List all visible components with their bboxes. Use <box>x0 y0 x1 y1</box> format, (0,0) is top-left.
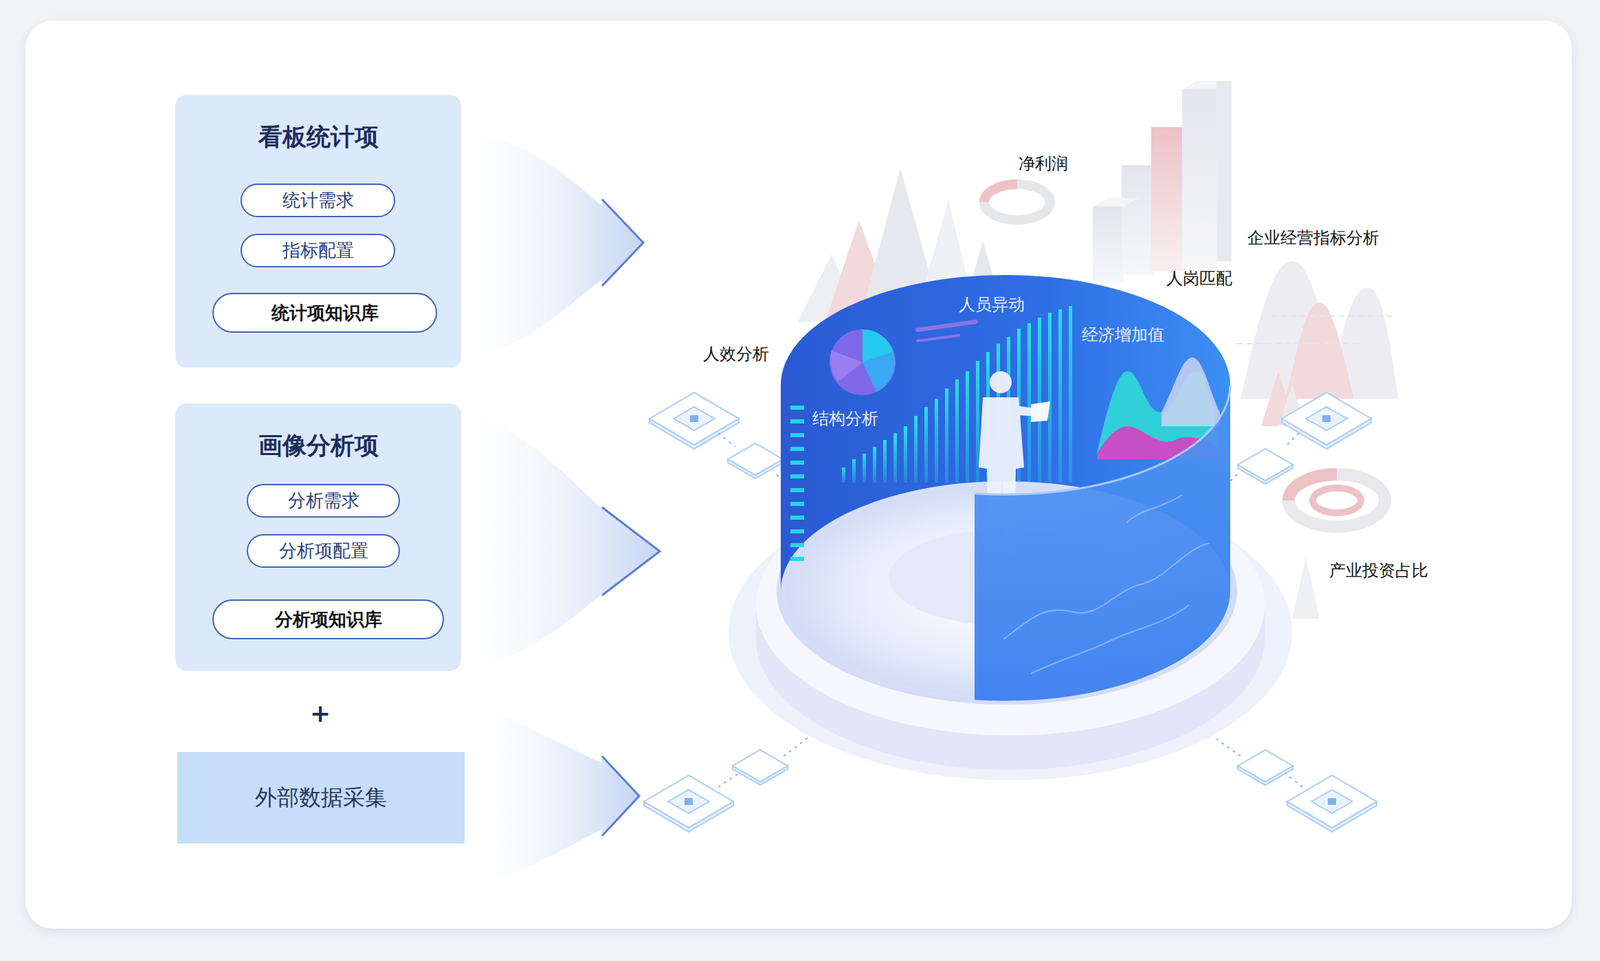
step-pill: 指标配置 <box>240 233 396 268</box>
step-pill: 统计需求 <box>240 183 396 218</box>
group-panel: 画像分析项分析需求分析项配置分析项知识库 <box>175 403 462 671</box>
group-panel: 看板统计项统计需求指标配置统计项知识库 <box>175 94 462 368</box>
box-text: 分析项配置 <box>279 538 369 563</box>
chart-label: 净利润 <box>1018 152 1069 175</box>
knowledge-pill: 统计项知识库 <box>212 292 438 333</box>
chart-label: 人岗匹配 <box>1166 267 1233 290</box>
chart-label: 人员异动 <box>958 293 1025 316</box>
box-text: 统计需求 <box>282 188 354 213</box>
step-pill: 分析项配置 <box>246 534 400 568</box>
step-pill: 分析需求 <box>246 483 400 518</box>
chart-label: 企业经营指标分析 <box>1247 226 1380 249</box>
source-box: 外部数据采集 <box>177 751 465 844</box>
box-text: 分析项知识库 <box>274 607 383 632</box>
chart-label: 产业投资占比 <box>1329 559 1429 582</box>
panel-title: 看板统计项 <box>175 120 462 154</box>
chart-label: 结构分析 <box>812 407 879 430</box>
box-text: 统计项知识库 <box>271 301 379 326</box>
plus-sign: + <box>309 698 331 728</box>
box-text: 指标配置 <box>282 238 354 263</box>
chart-label: 人效分析 <box>703 342 770 365</box>
box-text: 外部数据采集 <box>254 782 387 814</box>
chart-label: 经济增加值 <box>1081 323 1165 346</box>
box-text: 分析需求 <box>287 488 360 513</box>
panel-title: 画像分析项 <box>175 429 462 462</box>
knowledge-pill: 分析项知识库 <box>212 599 444 640</box>
